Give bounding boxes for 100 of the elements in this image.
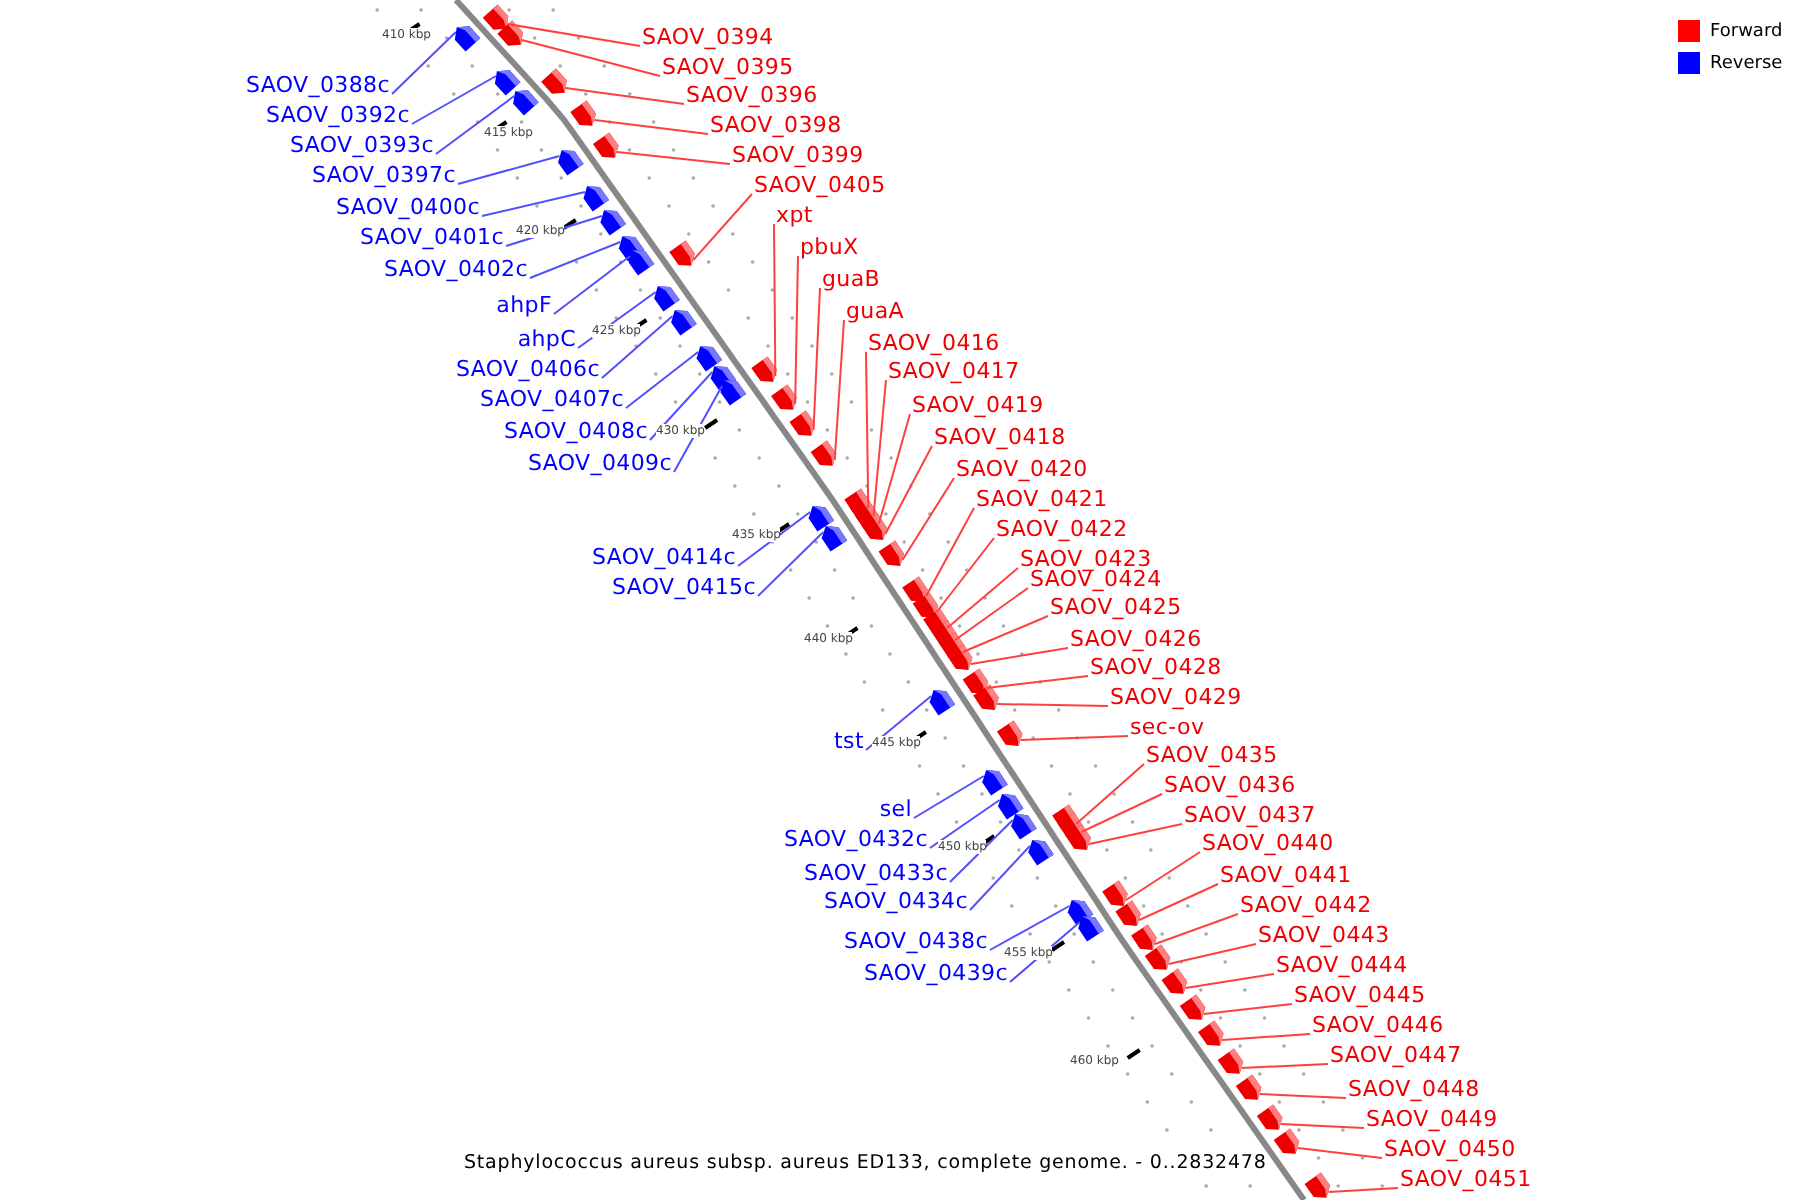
leader-line	[1327, 1187, 1399, 1193]
leader-line	[616, 151, 731, 165]
leader-line	[877, 413, 911, 525]
leader-line	[1167, 943, 1257, 965]
leader-line	[673, 385, 724, 473]
gene-block	[1011, 813, 1037, 840]
leader-line	[435, 95, 516, 155]
gene-block	[482, 4, 509, 30]
gene-label: SAOV_0439c	[863, 960, 1008, 986]
gene-block	[497, 20, 523, 46]
gene-block	[1161, 968, 1188, 994]
gene-label: ahpF	[496, 292, 552, 318]
gene-block	[751, 356, 777, 382]
gene-label: sec-ov	[1130, 714, 1205, 740]
gene-label: SAOV_0441	[1220, 862, 1352, 888]
gene-block	[1078, 915, 1104, 942]
gene-label: SAOV_0398	[710, 112, 842, 138]
leader-line	[969, 647, 1069, 665]
leader-line	[564, 87, 685, 105]
gene-label: SAOV_0414c	[591, 544, 736, 570]
leader-line	[593, 119, 709, 135]
gene-label: ahpC	[517, 326, 576, 352]
gene-label: pbuX	[800, 234, 859, 260]
leader-line	[506, 23, 641, 47]
leader-line	[929, 799, 1001, 849]
legend-label: Reverse	[1710, 54, 1783, 76]
leader-line	[962, 615, 1049, 653]
leader-line	[1138, 883, 1219, 921]
gene-block	[654, 286, 680, 312]
gene-label: SAOV_0447	[1330, 1042, 1462, 1068]
gene-label: SAOV_0419	[912, 392, 1044, 418]
leader-line	[481, 191, 586, 217]
leader-line	[901, 477, 955, 561]
gene-block	[1102, 880, 1128, 907]
gene-block	[1179, 994, 1206, 1020]
leader-line	[949, 819, 1014, 883]
gene-label: SAOV_0421	[976, 486, 1108, 512]
gene-block	[878, 540, 904, 567]
gene-block	[696, 346, 723, 372]
leader-line	[794, 255, 799, 405]
gene-block	[973, 684, 999, 711]
gene-block	[454, 26, 481, 52]
gene-label: SAOV_0388c	[245, 72, 390, 98]
gene-label: SAOV_0443	[1258, 922, 1390, 948]
gene-label: SAOV_0409c	[527, 450, 672, 476]
gene-label: SAOV_0444	[1276, 952, 1408, 978]
gene-label: SAOV_0442	[1240, 892, 1372, 918]
gene-block	[810, 440, 837, 466]
gene-block	[1065, 824, 1091, 851]
leader-line	[773, 223, 777, 377]
gene-block	[494, 70, 521, 96]
gene-block	[771, 384, 797, 410]
gene-block	[982, 769, 1008, 796]
gene-label: SAOV_0429	[1110, 684, 1242, 710]
gene-label: SAOV_0402c	[383, 256, 528, 282]
gene-label: SAOV_0451	[1400, 1166, 1532, 1192]
leader-line	[884, 445, 933, 535]
gene-block	[1217, 1048, 1244, 1074]
gene-label: SAOV_0435	[1146, 742, 1278, 768]
gene-label: sel	[879, 796, 912, 822]
gene-label: SAOV_0436	[1164, 772, 1296, 798]
gene-block	[821, 525, 848, 552]
gene-label: SAOV_0420	[956, 456, 1088, 482]
gene-label: SAOV_0422	[996, 516, 1128, 542]
gene-label: SAOV_0428	[1090, 654, 1222, 680]
gene-label: SAOV_0445	[1294, 982, 1426, 1008]
leader-line	[1296, 1147, 1383, 1159]
gene-label: SAOV_0426	[1070, 626, 1202, 652]
leader-line	[1279, 1123, 1365, 1129]
gene-label: guaB	[822, 266, 881, 292]
gene-label: SAOV_0418	[934, 424, 1066, 450]
gene-block	[1304, 1172, 1331, 1198]
gene-block	[541, 68, 567, 94]
leader-line	[935, 537, 995, 613]
leader-line	[865, 351, 870, 509]
gene-block	[998, 793, 1024, 820]
gene-block	[996, 720, 1023, 747]
gene-block	[1198, 1020, 1224, 1046]
gene-block	[600, 210, 626, 236]
leader-line	[1258, 1093, 1347, 1099]
gene-block	[1273, 1128, 1300, 1154]
gene-block	[1144, 944, 1171, 970]
leader-line	[913, 775, 985, 819]
gene-label: tst	[834, 728, 864, 754]
gene-block	[720, 380, 747, 406]
gene-label: SAOV_0434c	[823, 888, 968, 914]
gene-block	[1256, 1104, 1283, 1130]
gene-label: SAOV_0392c	[265, 102, 410, 128]
gene-label: SAOV_0393c	[289, 132, 434, 158]
gene-label: SAOV_0423	[1020, 546, 1152, 572]
gene-label: SAOV_0408c	[503, 418, 648, 444]
leader-line	[985, 675, 1089, 689]
gene-block	[1115, 900, 1141, 927]
gene-block	[1235, 1074, 1262, 1100]
leader-line	[411, 75, 497, 125]
gene-block	[789, 410, 815, 436]
gene-block	[808, 505, 835, 532]
leader-line	[1019, 735, 1129, 741]
gene-label: SAOV_0396	[686, 82, 818, 108]
caption: Staphylococcus aureus subsp. aureus ED133, complete genome. - 0..2832478	[464, 1152, 1267, 1176]
